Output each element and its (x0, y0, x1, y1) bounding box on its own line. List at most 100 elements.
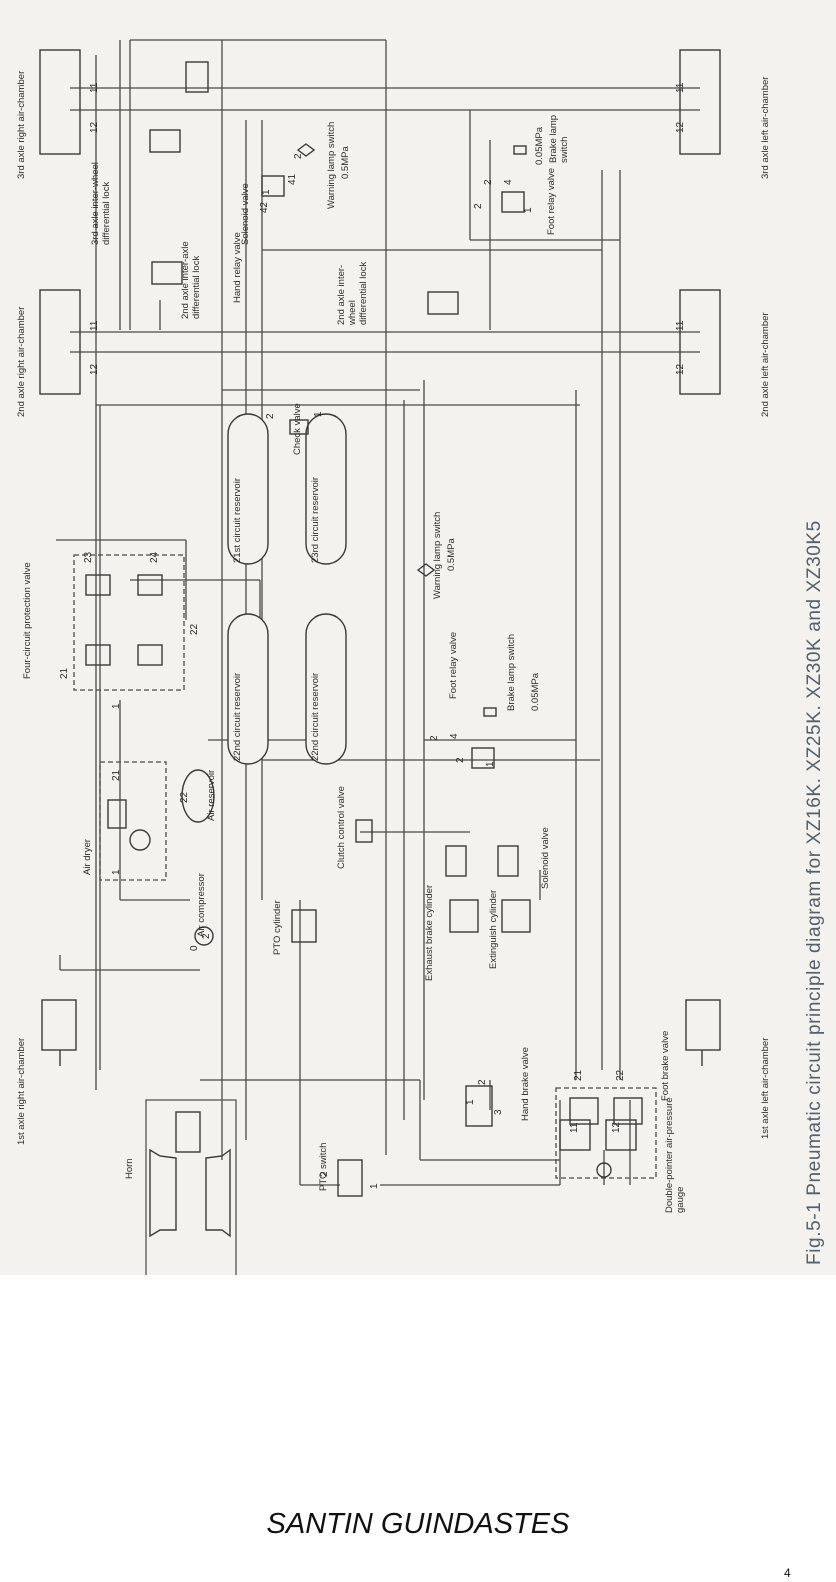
foot-brake-valve-cell (613, 1097, 643, 1125)
label-chamber-1st-right: 1st axle right air-chamber (16, 1037, 27, 1145)
gauge-housing (605, 1119, 637, 1151)
port-number: 24 (149, 551, 160, 563)
label-hand-relay-valve: Hand relay valve (232, 232, 243, 303)
port-number: 22 (179, 791, 190, 803)
label-brake-lamp-switch-mid: Brake lamp switch (506, 633, 517, 711)
port-number: 1 (111, 869, 122, 875)
reservoir-23 (305, 413, 347, 565)
port-number: 12 (611, 1121, 622, 1133)
label-warning-lamp-switch-mid-pressure: 0.5MPa (446, 538, 457, 571)
label-chamber-2nd-right: 2nd axle right air-chamber (16, 306, 27, 417)
diff-lock-symbol (151, 261, 183, 285)
port-number: 1 (261, 189, 272, 195)
port-number: 21 (573, 1069, 584, 1081)
solenoid-valve-top-symbol (185, 61, 209, 93)
hand-brake-valve-symbol (465, 1085, 493, 1127)
port-number: 12 (89, 363, 100, 375)
foot-relay-valve-top-symbol (501, 191, 525, 213)
port-number: 1 (111, 703, 122, 709)
label-exhaust-brake-cylinder: Exhaust brake cylinder (424, 884, 435, 981)
brake-lamp-switch-mid-symbol (483, 707, 497, 717)
label-diff-lock-3rd-inter-wheel: 3rd axle inter-wheel differential lock (90, 162, 112, 245)
port-number: 2 (429, 735, 440, 741)
port-number: 11 (89, 320, 100, 331)
four-circuit-protection-valve-box (73, 554, 185, 691)
extinguish-cylinder-symbol (501, 899, 531, 933)
port-number: 1 (369, 1183, 380, 1189)
port-number: 2 (265, 413, 276, 419)
port-number: 21 (59, 667, 70, 679)
dryer-element (129, 829, 151, 851)
port-number: 1 (465, 1099, 476, 1105)
label-brake-lamp-switch-mid-pressure: 0.05MPa (530, 672, 541, 711)
air-chamber-symbol (685, 999, 721, 1051)
air-chamber-symbol (39, 289, 81, 395)
page-number: 4 (784, 1566, 791, 1580)
horn-solenoid-symbol (175, 1111, 201, 1153)
port-number: 11 (675, 82, 686, 93)
port-number: 22 (615, 1069, 626, 1081)
valve-cell (85, 574, 111, 596)
warning-lamp-switch-symbol (416, 563, 436, 577)
port-number: 11 (675, 320, 686, 331)
valve-cell (137, 574, 163, 596)
label-hand-brake-valve: Hand brake valve (520, 1047, 531, 1121)
port-number: 2 (319, 1171, 330, 1177)
port-number: 2 (477, 1079, 488, 1085)
hand-relay-valve-symbol (261, 175, 285, 197)
dryer-element (107, 799, 127, 829)
port-number: 2 (473, 203, 484, 209)
reservoir-22a (227, 613, 269, 765)
port-number: 4 (503, 179, 514, 185)
label-chamber-1st-left: 1st axle left air-chamber (760, 1037, 771, 1139)
figure-caption: Fig.5-1 Pneumatic circuit principle diag… (804, 520, 825, 1265)
exhaust-brake-cylinder-symbol (449, 899, 479, 933)
label-warning-lamp-switch-top-pressure: 0.5MPa (340, 146, 351, 179)
port-number: 21 (111, 769, 122, 781)
label-solenoid-valve-bottom: Solenoid valve (540, 827, 551, 889)
label-foot-brake-valve: Foot brake valve (660, 1030, 671, 1101)
label-reservoir-23: 23rd circuit reservoir (310, 476, 321, 563)
footer-brand: SANTIN GUINDASTES (266, 1508, 570, 1540)
label-reservoir-22b: 22nd circuit reservoir (310, 672, 321, 761)
air-dryer-box (99, 761, 167, 881)
valve-cell (85, 644, 111, 666)
reservoir-21 (227, 413, 269, 565)
port-number: 0 (189, 945, 200, 951)
pto-cylinder-symbol (291, 909, 317, 943)
solenoid-valve-symbol (497, 845, 519, 877)
label-clutch-control-valve: Clutch control valve (336, 786, 347, 869)
valve-cell (137, 644, 163, 666)
diff-lock-symbol (149, 129, 181, 153)
label-brake-lamp-switch-top-pressure: 0.05MPa (534, 126, 545, 165)
label-warning-lamp-switch-top: Warning lamp switch (326, 121, 337, 209)
horn-trumpet-symbol (149, 1148, 177, 1238)
compressor-symbol (194, 926, 214, 946)
label-pto-switch: PTO switch (318, 1142, 329, 1191)
label-double-pointer-gauge: Double-pointer air-pressure gauge (664, 1097, 686, 1213)
label-chamber-2nd-left: 2nd axle left air-chamber (760, 312, 771, 417)
label-reservoir-22a: 22nd circuit reservoir (232, 672, 243, 761)
port-number: 1 (485, 761, 496, 767)
pto-switch-symbol (337, 1159, 363, 1197)
port-number: 42 (259, 201, 270, 213)
label-reservoir-21: 21st circuit reservoir (232, 478, 243, 563)
port-number: 12 (89, 121, 100, 133)
port-number: 1 (313, 411, 324, 417)
diff-lock-symbol (427, 291, 459, 315)
label-pto-cylinder: PTO cylinder (272, 900, 283, 955)
foot-brake-valve-cell (569, 1097, 599, 1125)
port-number: 12 (675, 363, 686, 375)
port-number: 1 (523, 207, 534, 213)
air-chamber-symbol (41, 999, 77, 1051)
clutch-control-valve-symbol (355, 819, 373, 843)
gauge-symbol (596, 1162, 612, 1178)
rotated-label-layer: Fig.5-1 Pneumatic circuit principle diag… (16, 71, 825, 1265)
port-number: 3 (493, 1109, 504, 1115)
label-extinguish-cylinder: Extinguish cylinder (488, 889, 499, 969)
port-number: 23 (83, 551, 94, 563)
check-valve-symbol (289, 419, 309, 435)
label-diff-lock-2nd-inter-wheel: 2nd axle inter-wheel differential lock (336, 261, 369, 325)
air-chamber-symbol (39, 49, 81, 155)
port-number: 22 (189, 623, 200, 635)
